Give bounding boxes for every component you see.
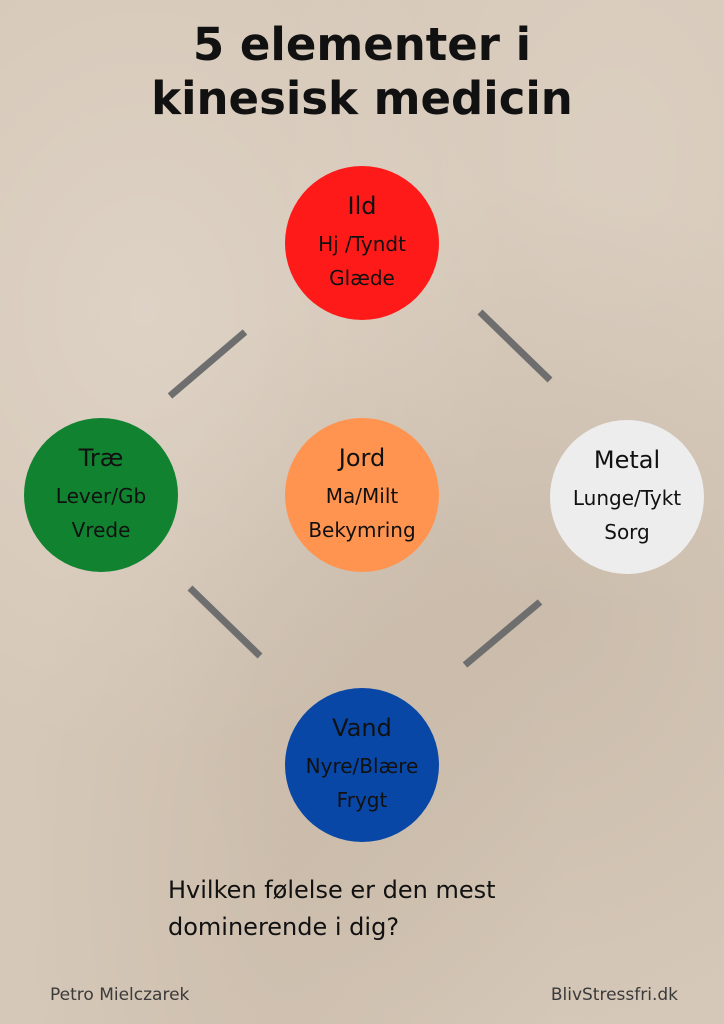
element-name: Vand bbox=[332, 714, 392, 742]
author-credit: Petro Mielczarek bbox=[50, 985, 190, 1005]
element-organs: Lunge/Tykt bbox=[572, 486, 682, 510]
element-emotion: Sorg bbox=[604, 520, 650, 544]
connector-ild-trae bbox=[167, 329, 248, 399]
element-emotion: Vrede bbox=[71, 518, 131, 542]
element-organs: Nyre/Blære bbox=[305, 754, 419, 778]
connector-ild-metal bbox=[477, 309, 553, 383]
connector-metal-vand bbox=[462, 599, 543, 668]
element-emotion: Frygt bbox=[336, 788, 388, 812]
element-metal: Metal Lunge/Tykt Sorg bbox=[550, 420, 704, 574]
question-line-2: dominerende i dig? bbox=[168, 913, 400, 941]
element-organs: Ma/Milt bbox=[325, 484, 399, 508]
element-organs: Hj /Tyndt bbox=[318, 232, 406, 256]
question-text: Hvilken følelse er den mest dominerende … bbox=[168, 872, 588, 946]
element-name: Ild bbox=[347, 192, 377, 220]
element-ild: Ild Hj /Tyndt Glæde bbox=[285, 166, 439, 320]
question-line-1: Hvilken følelse er den mest bbox=[168, 876, 496, 904]
title-line-2: kinesisk medicin bbox=[151, 72, 573, 125]
element-emotion: Bekymring bbox=[308, 518, 416, 542]
connector-trae-vand bbox=[187, 585, 263, 659]
element-trae: Træ Lever/Gb Vrede bbox=[24, 418, 178, 572]
element-emotion: Glæde bbox=[329, 266, 395, 290]
element-vand: Vand Nyre/Blære Frygt bbox=[285, 688, 439, 842]
element-name: Jord bbox=[338, 444, 386, 472]
element-name: Træ bbox=[78, 444, 124, 472]
site-credit: BlivStressfri.dk bbox=[550, 985, 678, 1005]
title-line-1: 5 elementer i bbox=[192, 18, 532, 71]
element-name: Metal bbox=[593, 446, 661, 474]
page-title: 5 elementer i kinesisk medicin bbox=[0, 18, 724, 126]
element-jord: Jord Ma/Milt Bekymring bbox=[285, 418, 439, 572]
element-organs: Lever/Gb bbox=[55, 484, 147, 508]
